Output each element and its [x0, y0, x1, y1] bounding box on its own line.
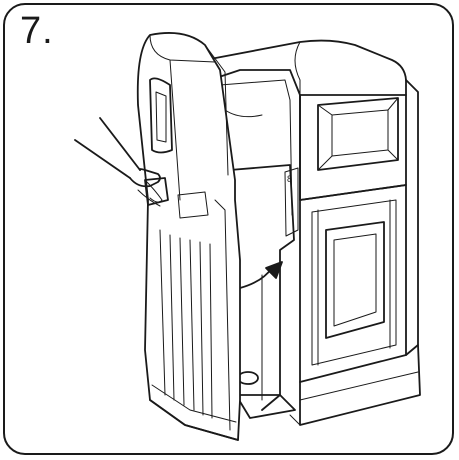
bin-door [136, 32, 241, 441]
bin-body [204, 39, 421, 426]
step-number: 7. [20, 10, 54, 52]
arrow-icon [239, 261, 283, 289]
hand-icon [74, 117, 163, 207]
svg-text:8: 8 [287, 174, 292, 184]
